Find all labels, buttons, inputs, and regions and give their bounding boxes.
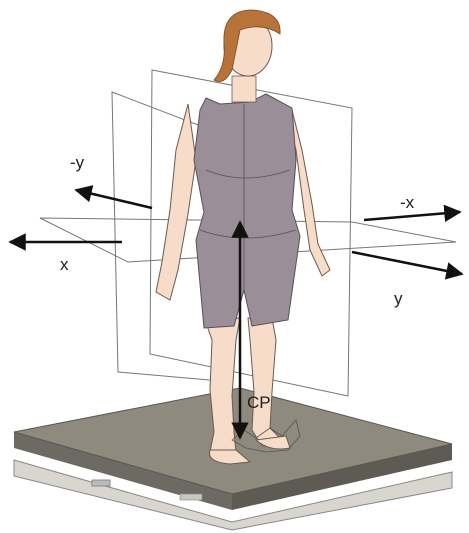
neg-x-axis-arrow — [364, 212, 460, 220]
neg-x-label: -x — [400, 193, 415, 212]
left-arm — [156, 104, 196, 300]
cp-label: CP — [247, 393, 271, 412]
neg-y-label: -y — [70, 153, 85, 172]
bodysuit — [194, 94, 300, 328]
x-label: x — [60, 255, 69, 274]
force-plate-connector — [92, 480, 110, 486]
y-axis-arrow — [352, 252, 462, 274]
force-plate-brand-mark — [180, 494, 202, 500]
neck — [232, 76, 256, 102]
y-label: y — [394, 289, 403, 308]
